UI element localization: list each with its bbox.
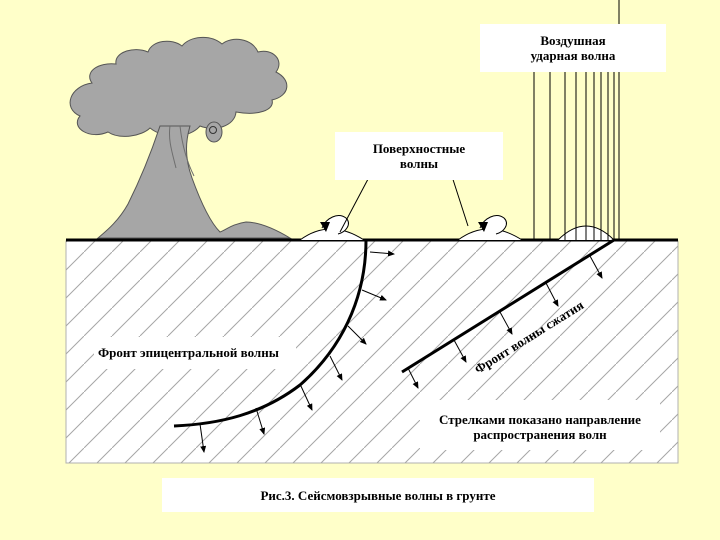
arrows-note: Стрелками показано направление распростр… [420, 412, 660, 442]
air-wave-label-line1: Воздушная [540, 33, 606, 48]
air-wave-label-box: Воздушная ударная волна [480, 24, 666, 72]
surface-waves-label-line1: Поверхностные [372, 141, 466, 156]
surface-waves-label-box: Поверхностные волны [335, 132, 503, 180]
epicentral-front-label: Фронт эпицентральной волны [98, 345, 279, 360]
surface-waves-label-line2: волны [399, 156, 439, 171]
figure-caption-box: Рис.3. Сейсмовзрывные волны в грунте [162, 478, 594, 512]
air-shock-wave-lines [533, 0, 620, 240]
figure-caption: Рис.3. Сейсмовзрывные волны в грунте [260, 487, 496, 503]
arrows-note-line2: распространения волн [473, 427, 607, 442]
surface-wave-2 [457, 215, 523, 241]
arrows-note-line1: Стрелками показано направление [439, 412, 641, 427]
surface-wave-1 [299, 215, 365, 241]
air-wave-label-line2: ударная волна [530, 48, 616, 63]
compression-wave-front [401, 238, 615, 374]
epicentral-label-bg [94, 337, 296, 369]
mushroom-cloud [69, 37, 292, 239]
swirl-icon [205, 121, 223, 143]
epicentral-front-arrows [199, 250, 395, 453]
compression-front-arrows [407, 255, 603, 389]
arrows-note-bg [420, 400, 660, 450]
